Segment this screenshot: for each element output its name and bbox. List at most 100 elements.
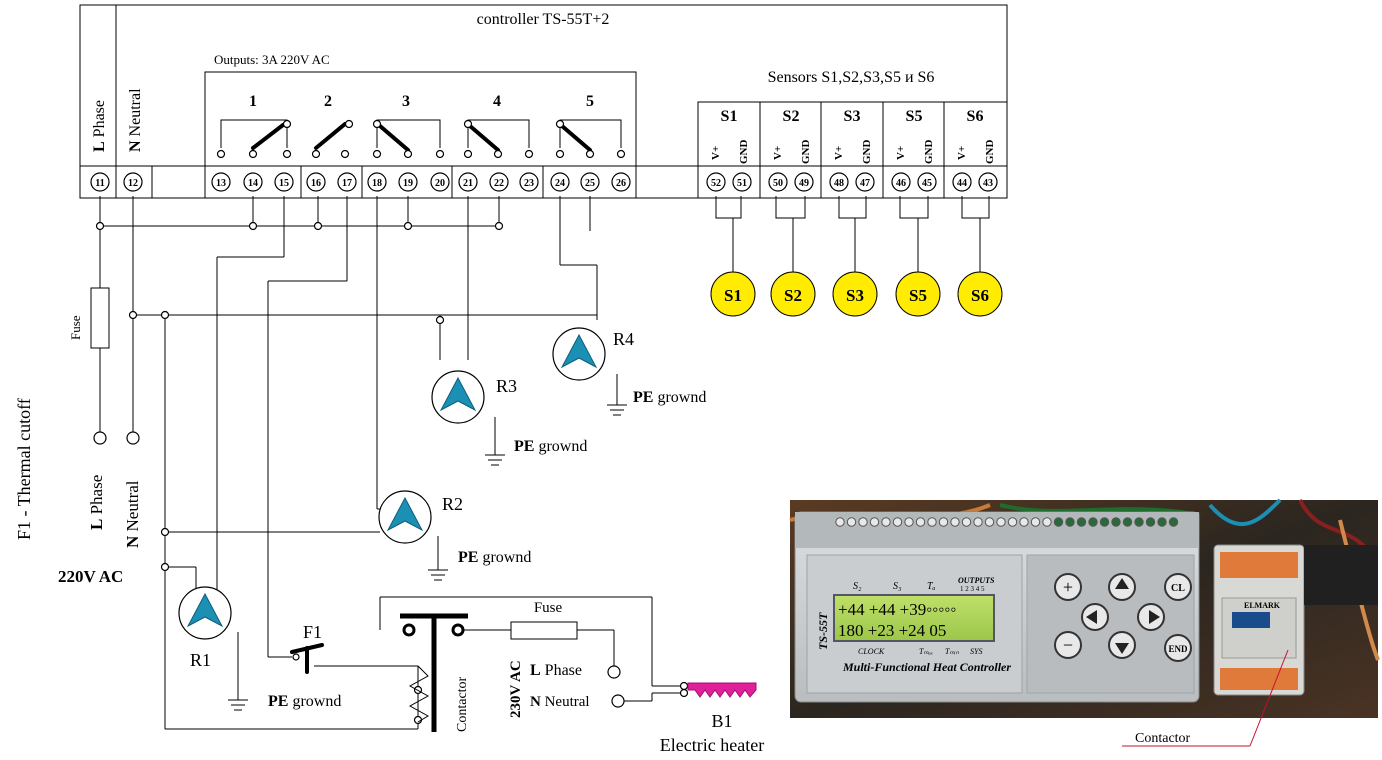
terminal-number: 51 bbox=[737, 178, 747, 189]
ground-label-r4: PE grownd bbox=[633, 389, 706, 406]
pump-r2-label: R2 bbox=[442, 494, 463, 514]
screw bbox=[1099, 517, 1110, 527]
terminal-number: 25 bbox=[585, 178, 595, 189]
terminal-49: 49 bbox=[794, 172, 814, 192]
screw bbox=[915, 517, 926, 527]
heater-phase-label: L Phase bbox=[530, 662, 582, 679]
terminal-47: 47 bbox=[855, 172, 875, 192]
photo-footer-clock: CLOCK bbox=[858, 647, 885, 656]
minus-icon: − bbox=[1063, 635, 1073, 655]
heater-neutral-label: N Neutral bbox=[530, 694, 590, 710]
photo-header-s2: S₂ bbox=[853, 581, 862, 592]
terminal-number: 43 bbox=[983, 178, 993, 189]
gnd-label: GND bbox=[800, 140, 812, 165]
terminal-number: 11 bbox=[95, 178, 104, 189]
terminal-48: 48 bbox=[829, 172, 849, 192]
ground-label-r1: PE grownd bbox=[268, 693, 341, 710]
screw bbox=[869, 517, 880, 527]
screw bbox=[950, 517, 960, 527]
terminal-number: 47 bbox=[860, 178, 870, 189]
pump-r1: R1 bbox=[178, 586, 248, 711]
sensor-group-name: S1 bbox=[721, 108, 738, 125]
sensor-probe-label: S2 bbox=[784, 286, 802, 305]
screw bbox=[835, 517, 845, 527]
up-arrow-icon bbox=[1115, 578, 1129, 589]
terminal-number: 17 bbox=[342, 178, 352, 189]
terminal-number: 23 bbox=[524, 178, 534, 189]
screw bbox=[973, 517, 983, 527]
left-arrow-icon bbox=[1086, 610, 1097, 624]
output-number-5: 5 bbox=[586, 93, 594, 110]
fuse-label: Fuse bbox=[68, 315, 83, 340]
sensor-group-name: S2 bbox=[783, 108, 800, 125]
terminal-number: 49 bbox=[799, 178, 809, 189]
terminal-13: 13 bbox=[211, 172, 231, 192]
contactor-label: Contactor bbox=[455, 676, 470, 732]
screw bbox=[1157, 517, 1167, 527]
terminal-number: 19 bbox=[403, 178, 413, 189]
terminal-18: 18 bbox=[367, 172, 387, 192]
sensor-probe-s1: S1 bbox=[710, 271, 756, 317]
outputs-box: Outputs: 3A 220V AC 1 2 3 4 5 bbox=[204, 52, 637, 199]
output-number-1: 1 bbox=[249, 93, 257, 110]
heater-label: Electric heater bbox=[660, 735, 764, 755]
terminal-number: 45 bbox=[922, 178, 932, 189]
photo-header-td: Tₐ bbox=[927, 581, 936, 592]
screw bbox=[1168, 517, 1179, 527]
terminal-20: 20 bbox=[430, 172, 450, 192]
screw bbox=[1053, 517, 1064, 527]
supply-phase-label: L Phase bbox=[87, 475, 106, 530]
sensor-group-name: S6 bbox=[967, 108, 984, 125]
photo-footer-sys: SYS bbox=[970, 647, 982, 656]
terminal-number: 15 bbox=[279, 178, 289, 189]
controller-title: controller TS-55T+2 bbox=[477, 11, 610, 28]
pump-r3: R3 bbox=[431, 370, 517, 466]
photo-title: Multi-Functional Heat Controller bbox=[842, 660, 1011, 674]
pump-r4: R4 bbox=[552, 327, 634, 416]
terminal-44: 44 bbox=[952, 172, 972, 192]
terminal-16: 16 bbox=[306, 172, 326, 192]
screw bbox=[1042, 517, 1052, 527]
heater-fuse: Fuse bbox=[510, 600, 578, 640]
screw bbox=[996, 517, 1006, 527]
terminal-number: 50 bbox=[773, 178, 783, 189]
terminal-number: 46 bbox=[896, 178, 906, 189]
down-arrow-icon bbox=[1115, 643, 1129, 654]
terminal-11: 11 bbox=[90, 172, 110, 192]
terminal-19: 19 bbox=[398, 172, 418, 192]
controller-photo: +44 +44 +39◦◦◦◦◦ 180 +23 +24 05 S₂ S₃ Tₐ… bbox=[789, 498, 1380, 718]
terminal-number: 13 bbox=[216, 178, 226, 189]
terminal-25: 25 bbox=[580, 172, 600, 192]
terminal-14: 14 bbox=[243, 172, 263, 192]
ground-label-r3: PE grownd bbox=[514, 438, 587, 455]
screw bbox=[1019, 517, 1029, 527]
supply-neutral-label: N Neutral bbox=[123, 480, 142, 548]
sensor-probe-label: S1 bbox=[724, 286, 742, 305]
photo-footer-tmax: Tₘₐₓ bbox=[919, 647, 933, 656]
photo-header-outputs: OUTPUTS bbox=[958, 576, 995, 585]
thermal-cutoff-label: F1 - Thermal cutoff bbox=[14, 398, 34, 540]
photo-footer-tmin: Tₘᵢₙ bbox=[945, 647, 960, 656]
terminal-45: 45 bbox=[917, 172, 937, 192]
relay-contacts bbox=[216, 119, 626, 159]
ground-label-r2: PE grownd bbox=[458, 549, 531, 566]
gnd-label: GND bbox=[738, 140, 750, 165]
minus-button bbox=[1054, 631, 1082, 659]
lcd-line-2: 180 +23 +24 05 bbox=[838, 621, 946, 640]
end-button-label: END bbox=[1168, 644, 1188, 654]
screw bbox=[881, 517, 891, 527]
photo-buttons: + − CL END bbox=[1054, 573, 1192, 662]
phase-label: L Phase bbox=[91, 100, 108, 152]
terminal-43: 43 bbox=[978, 172, 998, 192]
heater-fuse-label: Fuse bbox=[534, 600, 563, 616]
screw bbox=[1065, 517, 1075, 527]
screw bbox=[1122, 517, 1133, 527]
screw bbox=[1007, 517, 1018, 527]
